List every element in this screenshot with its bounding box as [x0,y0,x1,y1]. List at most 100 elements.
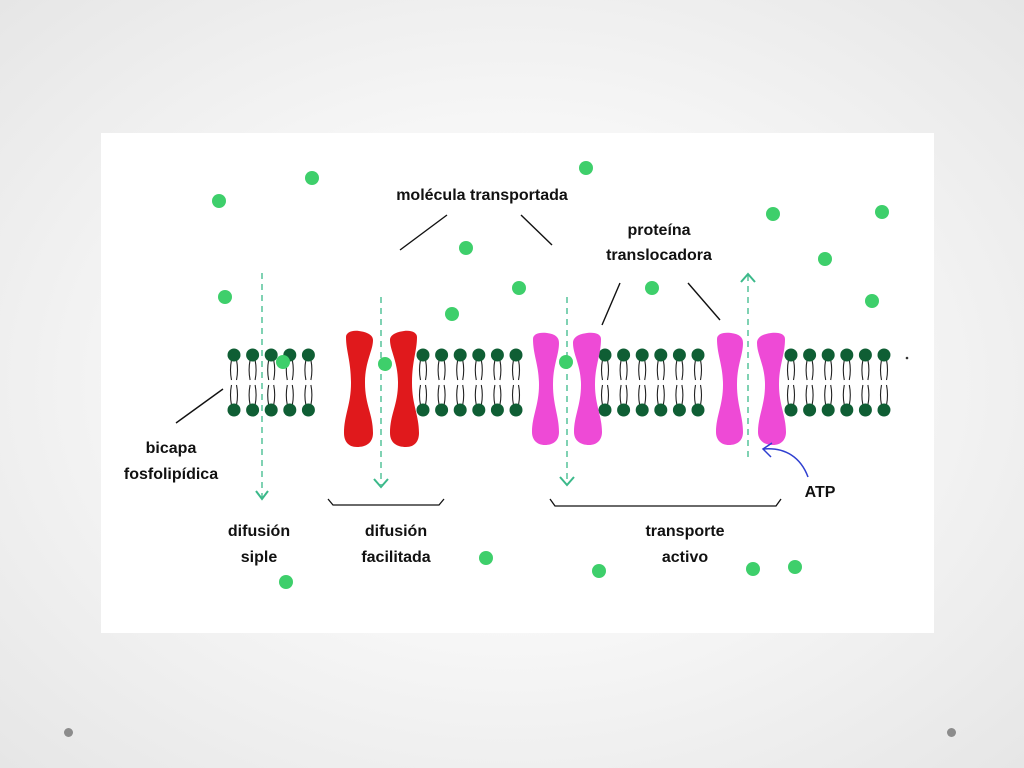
carrier-protein-2-right [757,332,786,445]
lipid-head [691,403,705,417]
lipid-head [877,348,891,362]
lipid-tail [248,384,257,406]
labels: molécula transportada proteína transloca… [124,187,836,566]
slide-corner-dot-right [947,728,956,737]
lipid-tail [656,359,665,381]
lipid-head [654,348,668,362]
carrier-protein-1 [532,332,602,445]
facilitated-diffusion-bracket [327,498,445,506]
lipid-tail [600,384,610,406]
facilitated-diffusion-arrowhead [373,478,389,489]
channel-protein [344,330,419,447]
lipid-head [453,348,467,362]
lipid-tail [824,384,833,406]
lipid-head [453,403,467,417]
lipid-head [672,348,686,362]
lipid-head [472,403,486,417]
carrier-protein-1-right [573,332,602,445]
label-facilitated-diffusion-line2: facilitada [361,549,430,566]
lipid-tail [493,359,502,381]
lipid-tail [879,384,889,406]
lipid-head [635,403,649,417]
lipid-tail [474,359,483,381]
lipid-head [264,403,278,417]
slide-corner-dot-left [64,728,73,737]
molecule [445,307,459,321]
lipid-tail [456,359,465,381]
carrier-protein-2 [716,332,786,445]
label-protein-line2: translocadora [606,247,712,264]
lipid-head [840,403,854,417]
molecule-pointer-right [520,214,553,246]
lipid-tail [879,359,889,381]
transported-molecules [212,161,889,589]
lipid-tail [248,359,257,381]
lipid-head [416,348,430,362]
carrier-protein-1-left [532,332,559,445]
molecule [645,281,659,295]
transport-arrows [255,272,756,501]
lipid-head [877,403,891,417]
lipid-head [654,403,668,417]
lipid-head [435,403,449,417]
stray-dot [905,356,909,360]
lipid-head [784,403,798,417]
lipid-head [509,348,523,362]
lipid-tail [805,359,814,381]
molecule [459,241,473,255]
lipid-tail [842,359,851,381]
atp-pointer [762,448,809,478]
lipid-tail [619,359,628,381]
lipid-tail [600,359,610,381]
lipid-head [691,348,705,362]
lipid-tail [619,384,628,406]
lipid-head [840,348,854,362]
lipid-head [227,403,241,417]
lipid-tail [511,359,521,381]
molecule [875,205,889,219]
lipid-tail [474,384,483,406]
lipid-tail [304,384,313,406]
channel-protein-right [390,330,419,447]
molecule [788,560,802,574]
label-protein-line1: proteína [627,222,690,239]
label-active-transport-line2: activo [662,549,708,566]
lipid-head [246,348,260,362]
protein-pointer-left [601,282,621,326]
label-bilayer-line1: bicapa [146,440,197,457]
molecule [512,281,526,295]
lipid-tail [267,359,276,381]
molecule-pointer-left [399,214,448,251]
lipid-tail [675,384,684,406]
lipid-tail [418,359,428,381]
lipid-heads [227,348,891,417]
active-transport-in-arrowhead [559,476,575,487]
lipid-tail [267,384,276,406]
simple-diffusion-arrowhead [255,490,269,501]
lipid-head [617,403,631,417]
label-active-transport-line1: transporte [645,523,724,540]
lipid-head [472,348,486,362]
molecule [579,161,593,175]
lipid-tail [786,359,796,381]
lipid-tail [229,359,239,381]
lipid-head [283,403,297,417]
diagram-panel: molécula transportada proteína transloca… [101,133,934,633]
lipid-tail [786,384,796,406]
lipid-tail [418,384,428,406]
lipid-head [246,403,260,417]
membrane-transport-diagram: molécula transportada proteína transloca… [124,161,909,589]
brackets [327,498,782,507]
active-transport-out-arrowhead [740,272,756,283]
lipid-tail [675,359,684,381]
lipid-head [635,348,649,362]
channel-protein-left [344,330,373,447]
lipid-head [821,403,835,417]
lipid-head [490,348,504,362]
lipid-tail [638,359,647,381]
molecule [378,357,392,371]
label-simple-diffusion-line2: siple [241,549,278,566]
lipid-tail [861,359,870,381]
lipid-head [490,403,504,417]
